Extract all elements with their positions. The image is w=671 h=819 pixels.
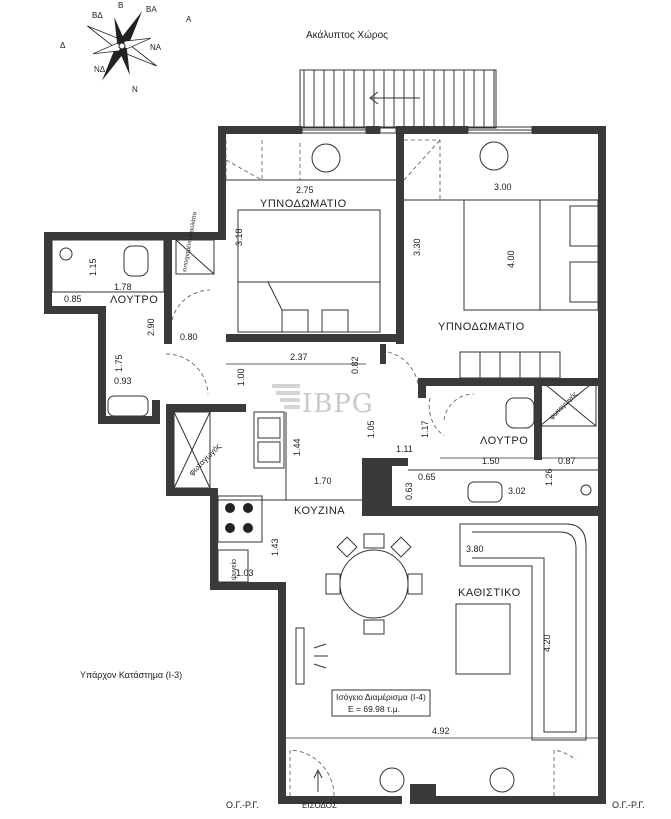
wardrobe-label: εντοιχισμένη ντουλάπα <box>181 211 199 273</box>
outdoor-area-label: Ακάλυπτος Χώρος <box>306 29 388 41</box>
dim-4-20: 4.20 <box>542 634 552 652</box>
corridor: 2.37 1.00 0.82 1.05 1.11 1.17 <box>226 351 445 454</box>
apartment-summary-box <box>331 689 431 717</box>
dim-3-00: 3.00 <box>494 182 512 192</box>
dim-1-70: 1.70 <box>314 476 332 486</box>
compass-se: ΝΑ <box>150 43 162 52</box>
dim-3-18: 3.18 <box>234 228 244 246</box>
compass-rose: ΒΑ Α ΝΑ Ν ΝΔ Δ ΒΔ Β <box>60 1 192 94</box>
compass-nw: ΒΔ <box>92 11 103 20</box>
kitchen: 1.44 1.70 ΚΟΥΖΙΝΑ 1.43 ψυγείο 1.03 <box>217 411 362 583</box>
dim-1-11: 1.11 <box>396 444 413 454</box>
shower-icon <box>59 247 73 261</box>
dim-1-00: 1.00 <box>236 368 246 386</box>
ac-unit-icon-2 <box>479 141 509 171</box>
bedroom-1-label: ΥΠΝΟΔΩΜΑΤΙΟ <box>260 198 347 210</box>
tv-icon <box>295 627 305 685</box>
double-bed-icon-2 <box>463 199 599 311</box>
closet-icon <box>459 351 561 379</box>
lightwell-2-label: φωταγωγός <box>548 390 580 422</box>
dim-2-37: 2.37 <box>290 352 308 362</box>
ac-unit-icon <box>311 143 341 173</box>
fridge-icon <box>217 549 249 583</box>
dim-0-93: 0.93 <box>114 376 132 386</box>
bathroom-1: 1.15 1.78 0.85 ΛΟΥΤΡΟ 2.90 0.80 1.75 0.9… <box>51 239 211 417</box>
dim-3-30: 3.30 <box>412 238 422 256</box>
double-bed-icon <box>237 209 381 333</box>
coffee-table-icon <box>455 603 511 675</box>
dim-1-50: 1.50 <box>482 456 500 466</box>
level-label-left: Ο.Γ.-Ρ.Γ. <box>226 800 259 810</box>
level-label-right: Ο.Γ.-Ρ.Γ. <box>612 800 645 810</box>
dim-3-02: 3.02 <box>508 486 526 496</box>
built-in-wardrobe: εντοιχισμένη ντουλάπα <box>175 211 215 275</box>
kitchen-label: ΚΟΥΖΙΝΑ <box>294 505 345 517</box>
dim-0-65: 0.65 <box>418 472 436 482</box>
compass-s: Ν <box>132 85 138 94</box>
compass-e: Α <box>186 15 192 24</box>
lightwell-1-label: φωταγωγός <box>187 442 223 478</box>
dim-0-85: 0.85 <box>64 294 82 304</box>
bathroom-2-label: ΛΟΥΤΡΟ <box>480 435 528 447</box>
logo-text: IBPG <box>302 389 374 419</box>
dim-0-82: 0.82 <box>350 356 360 374</box>
dim-3-80: 3.80 <box>466 544 484 554</box>
dim-1-75: 1.75 <box>114 354 124 372</box>
bedroom-2: 3.00 3.30 4.00 ΥΠΝΟΔΩΜΑΤΙΟ <box>403 139 599 379</box>
sink-icon <box>107 395 149 417</box>
bedroom-2-label: ΥΠΝΟΔΩΜΑΤΙΟ <box>438 321 525 333</box>
shower-icon-2 <box>580 484 592 496</box>
dim-1-78: 1.78 <box>114 282 132 292</box>
dim-0-87: 0.87 <box>558 456 576 466</box>
kitchen-sink-icon <box>253 411 285 469</box>
compass-n: Β <box>118 1 123 10</box>
dim-1-03: 1.03 <box>236 568 254 578</box>
bathroom-1-label: ΛΟΥΤΡΟ <box>110 294 158 306</box>
dim-0-80: 0.80 <box>180 332 198 342</box>
dim-4-92: 4.92 <box>432 726 450 736</box>
apartment-area: Ε = 69.98 τ.μ. <box>348 704 400 714</box>
toilet-icon <box>123 245 149 277</box>
dim-4-00: 4.00 <box>506 250 516 268</box>
lightwell-1: φωταγωγός <box>173 411 223 489</box>
dim-2-75: 2.75 <box>296 185 314 195</box>
dim-1-44: 1.44 <box>292 438 302 456</box>
living-room: 3.80 4.20 ΚΑΘΙΣΤΙΚΟ Ισόγειο Διαμέρισμα (… <box>286 523 598 810</box>
living-room-label: ΚΑΘΙΣΤΙΚΟ <box>458 587 521 599</box>
dim-0-63: 0.63 <box>404 482 414 500</box>
cooktop-icon <box>217 495 263 543</box>
dim-1-17: 1.17 <box>420 420 430 438</box>
dim-1-15: 1.15 <box>88 258 98 276</box>
entrance-label: ΕΙΣΟΔΟΣ <box>302 801 337 810</box>
compass-sw: ΝΔ <box>94 65 106 74</box>
compass-w: Δ <box>60 41 66 50</box>
dining-table-icon <box>339 549 409 619</box>
dim-2-90: 2.90 <box>146 318 156 336</box>
walls <box>44 126 606 804</box>
compass-ne: ΒΑ <box>146 5 157 14</box>
exterior-stairs <box>299 69 497 129</box>
dim-1-43: 1.43 <box>270 538 280 556</box>
windows <box>301 126 533 134</box>
ibpg-logo: IBPG <box>272 384 374 419</box>
sink-icon-2 <box>467 481 503 503</box>
dim-1-26: 1.26 <box>544 468 554 486</box>
fridge-label: ψυγείο <box>230 559 238 580</box>
bedroom-1: ΥΠΝΟΔΩΜΑΤΙΟ 2.75 3.18 <box>225 140 396 333</box>
toilet-icon-2 <box>505 397 535 429</box>
sofa-icon <box>459 523 587 741</box>
dim-1-05: 1.05 <box>366 420 376 438</box>
adjacent-store-label: Υπάρχον Κατάστημα (Ι-3) <box>80 670 182 680</box>
bathroom-2: φωταγωγός ΛΟΥΤΡΟ 1.50 0.87 0.65 0.63 3.0… <box>404 379 598 503</box>
apartment-title: Ισόγειο Διαμέρισμα (Ι-4) <box>336 692 426 702</box>
